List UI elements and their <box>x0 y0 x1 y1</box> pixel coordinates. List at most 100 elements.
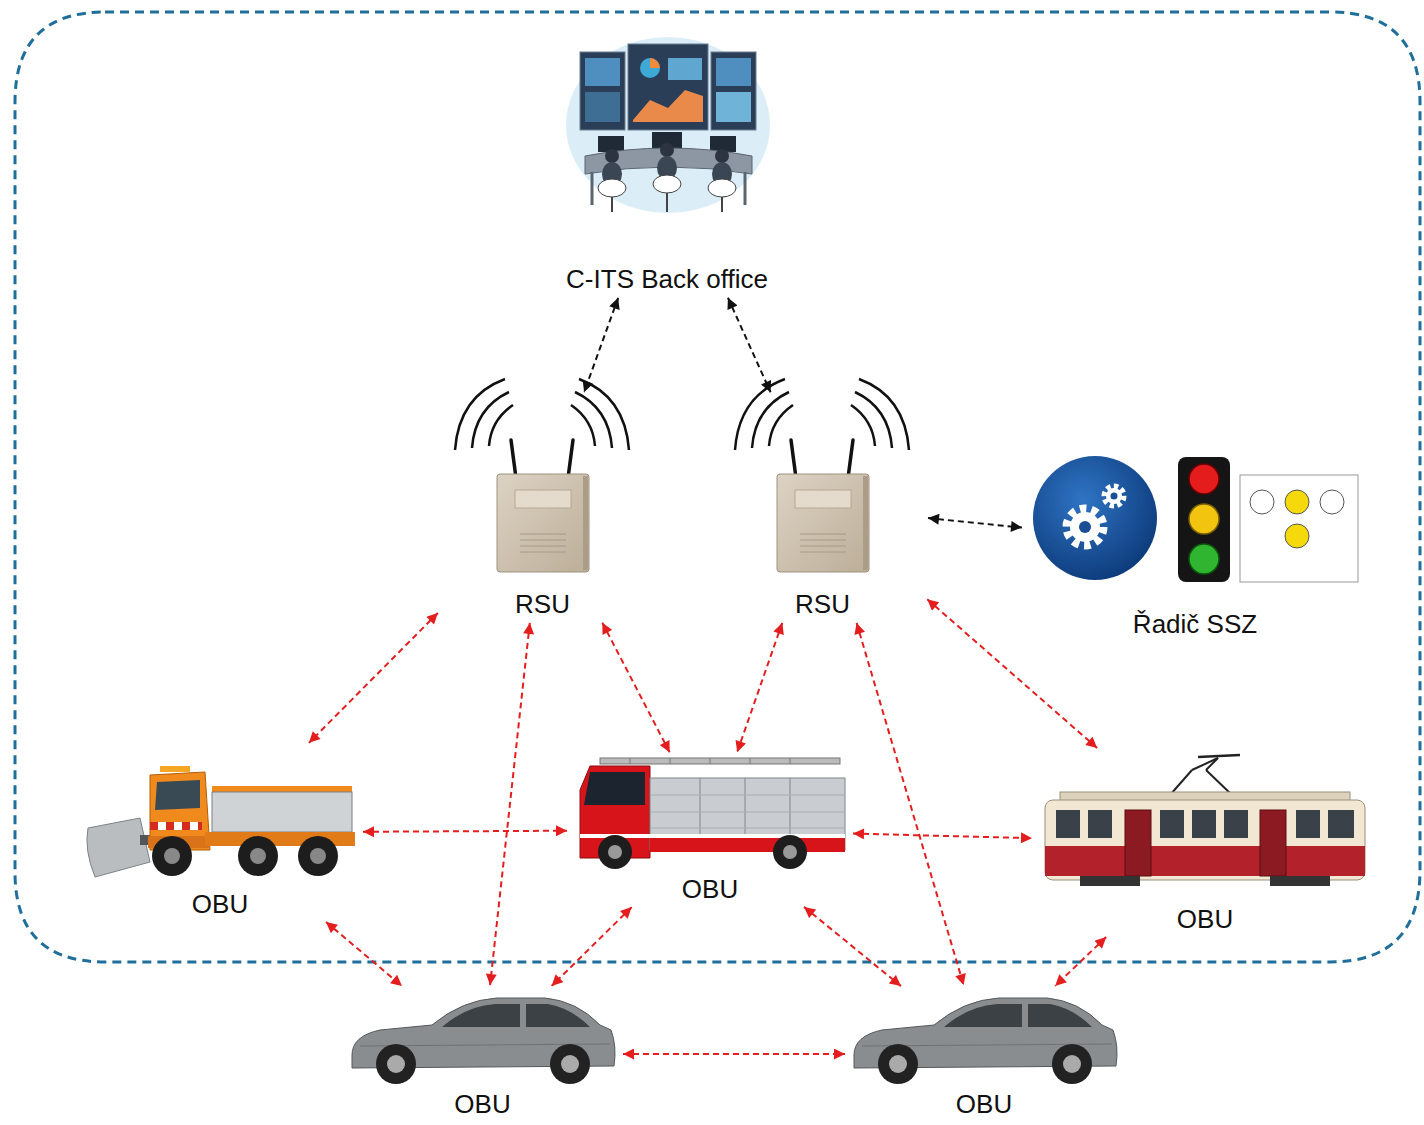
node-label: OBU <box>190 890 250 920</box>
signal-controller-illustration-part <box>1178 457 1230 582</box>
tram-illustration-part-part <box>1160 810 1184 838</box>
rsu-node: RSU <box>440 395 645 620</box>
snowplow-illustration-part <box>160 766 190 772</box>
node-label: OBU <box>680 875 740 905</box>
signal-controller-illustration <box>1033 456 1358 582</box>
rsu-illustration-part <box>520 552 566 553</box>
node-label: RSU <box>793 590 852 620</box>
rsu-illustration-part <box>575 392 612 448</box>
vehicle-obu-node: OBU <box>345 988 620 1120</box>
back-office-illustration-part <box>711 52 756 130</box>
fire-truck-illustration-part <box>745 778 746 840</box>
wired-link-arrow <box>584 298 618 392</box>
snowplow-illustration-part <box>87 818 150 877</box>
car-illustration <box>352 998 615 1084</box>
back-office-illustration-part <box>650 58 660 68</box>
back-office-illustration-part <box>591 172 594 205</box>
tram-illustration-part <box>1125 810 1151 876</box>
back-office-illustration-part <box>660 143 674 157</box>
wireless-link-arrow <box>602 623 669 753</box>
vehicle-obu-node: OBU <box>570 755 850 905</box>
wireless-link-arrow <box>326 922 402 986</box>
fire-truck-illustration-part <box>670 758 671 764</box>
tram-illustration-part <box>1192 758 1218 770</box>
car-illustration-part <box>550 1044 590 1084</box>
tram-illustration-part-part <box>1088 810 1112 838</box>
tram-illustration-part <box>1045 846 1365 876</box>
node-label: RSU <box>513 590 572 620</box>
car-illustration <box>854 998 1117 1084</box>
fire-truck-illustration-part <box>650 812 845 813</box>
tram-illustration-part-part <box>1296 810 1320 838</box>
signal-controller-illustration-part <box>1250 490 1274 514</box>
signal-controller-illustration-part <box>1240 475 1358 582</box>
back-office-illustration-part <box>633 90 703 122</box>
rsu-illustration-part <box>472 392 509 448</box>
back-office-illustration-part <box>744 172 747 205</box>
back-office-illustration-part <box>585 58 620 86</box>
fire-truck-illustration-part <box>650 828 845 829</box>
tram-illustration-part <box>1056 810 1354 838</box>
rsu-illustration-part <box>520 540 566 541</box>
snowplow-illustration <box>87 766 355 877</box>
node-label: OBU <box>954 1090 1014 1120</box>
node-label: C-ITS Back office <box>564 265 770 295</box>
back-office-illustration-part <box>715 149 729 163</box>
its-region-outline <box>15 12 1420 962</box>
snowplow-illustration-part <box>212 792 352 832</box>
signal-controller-illustration-part <box>1189 504 1219 534</box>
signal-controller-illustration-part <box>1068 510 1102 544</box>
back-office-illustration-part <box>580 52 625 130</box>
car-illustration-part <box>376 1044 416 1084</box>
rsu-illustration-part <box>511 440 516 478</box>
fire-truck-illustration-part <box>710 758 711 764</box>
rsu-illustration-part <box>583 476 588 570</box>
signal-controller-illustration-part <box>1285 490 1309 514</box>
back-office-illustration-part <box>598 179 626 197</box>
fire-truck-illustration-part <box>773 835 807 869</box>
wireless-link-arrow <box>309 613 438 743</box>
snowplow-illustration-part <box>174 822 182 830</box>
back-office-node: C-ITS Back office <box>547 30 787 295</box>
wireless-link-arrow <box>804 907 901 986</box>
fire-truck-illustration-part <box>598 835 632 869</box>
car-illustration-part <box>526 1004 590 1027</box>
snowplow-illustration-part <box>298 836 338 876</box>
snowplow-illustration-part <box>190 822 198 830</box>
car-illustration-part <box>442 1004 520 1027</box>
back-office-illustration-part <box>716 58 751 86</box>
car-illustration-part <box>387 1055 405 1073</box>
wireless-link-arrow <box>853 834 1032 839</box>
fire-truck-illustration-part <box>750 758 751 764</box>
vehicle-obu-node: OBU <box>1035 750 1375 935</box>
back-office-illustration-part <box>566 37 770 213</box>
tram-illustration-part-part <box>1224 810 1248 838</box>
rsu-illustration-part <box>497 474 589 572</box>
rsu-illustration-part <box>455 379 505 450</box>
signal-controller-illustration-part <box>1111 493 1118 500</box>
back-office-illustration-part <box>585 92 620 122</box>
signal-controller-illustration-part <box>1070 512 1100 542</box>
fire-truck-illustration-part <box>584 772 645 805</box>
back-office-illustration-part <box>605 149 619 163</box>
tram-illustration-part <box>1198 755 1240 757</box>
wired-link-arrow <box>728 298 771 393</box>
snowplow-illustration-part <box>212 786 352 792</box>
snowplow-illustration-part <box>310 848 326 864</box>
fire-truck-illustration-part <box>608 845 622 859</box>
wireless-link-arrow <box>490 623 530 985</box>
tram-illustration <box>1045 755 1365 886</box>
tram-illustration-part <box>1206 770 1232 795</box>
snowplow-illustration-part <box>152 836 192 876</box>
wireless-link-arrow <box>623 1053 845 1055</box>
node-label: OBU <box>1175 905 1235 935</box>
back-office-illustration-part <box>668 58 702 80</box>
fire-truck-illustration-part <box>783 845 797 859</box>
back-office-illustration-part <box>708 179 736 197</box>
node-label: OBU <box>452 1090 512 1120</box>
signal-controller-illustration-part <box>1105 487 1123 505</box>
back-office-illustration <box>566 37 770 213</box>
back-office-illustration-part <box>721 197 723 212</box>
